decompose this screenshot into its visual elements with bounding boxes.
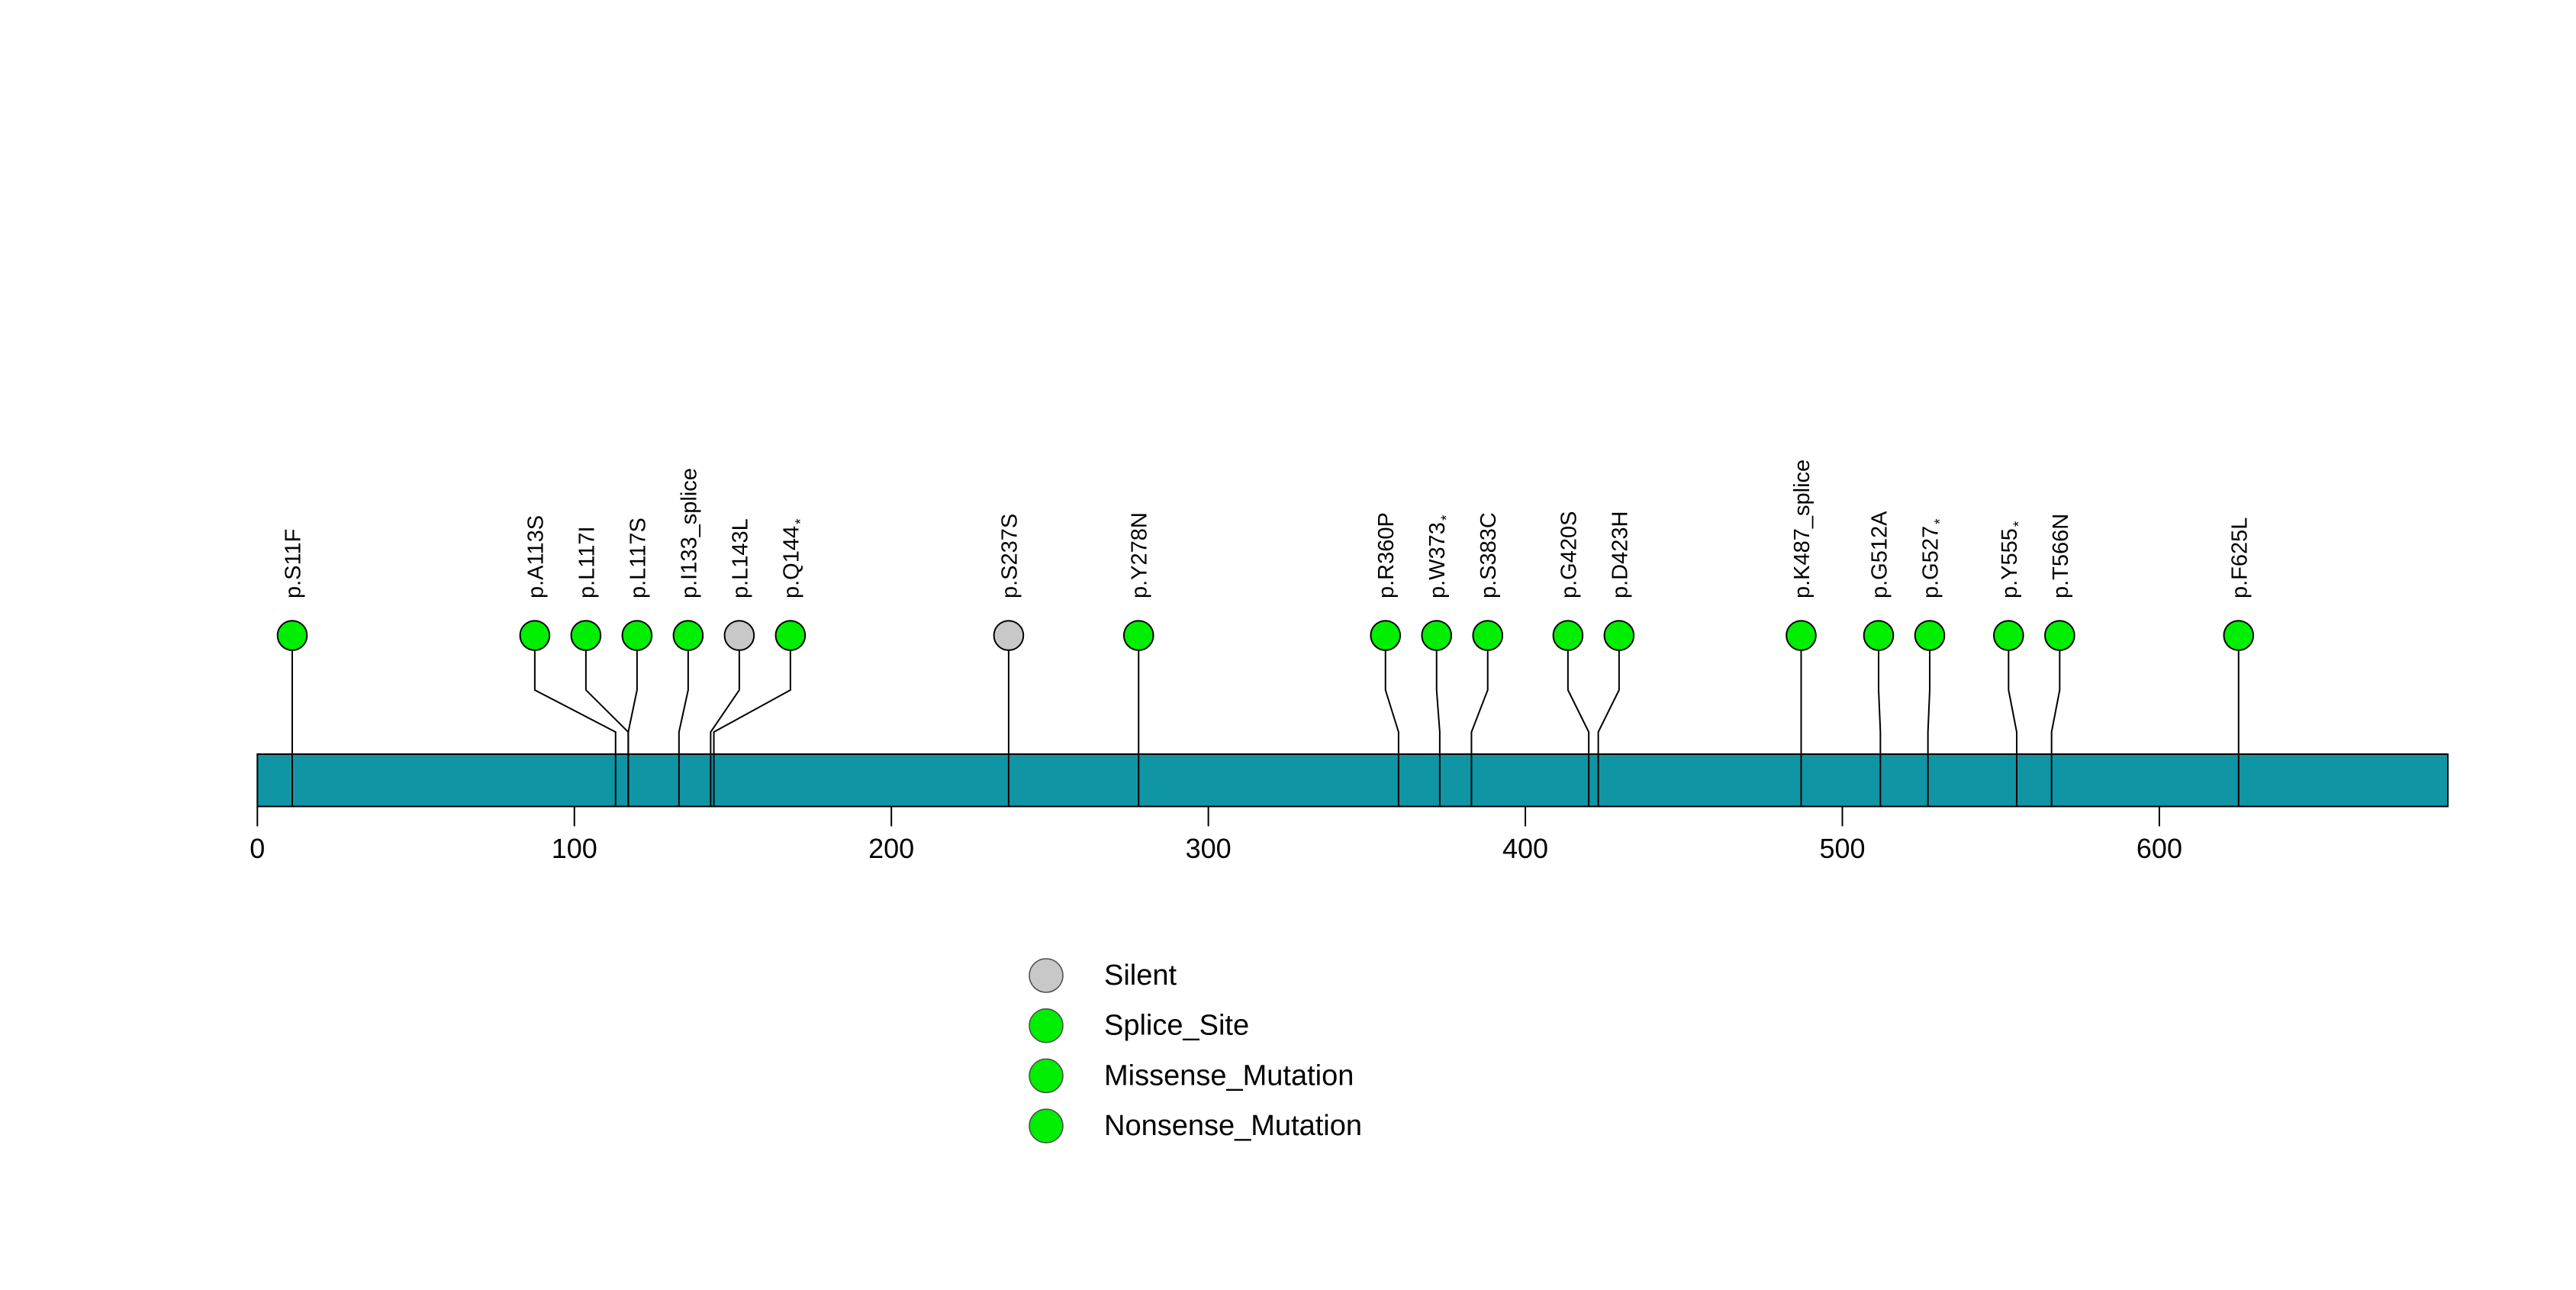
legend-swatch-splice_site — [1029, 1008, 1064, 1043]
mutation-label: p.D423H — [1608, 511, 1632, 598]
lollipop-stem — [713, 650, 791, 807]
mutation-label: p.L117I — [575, 526, 599, 598]
lollipop-circle-pW373 — [1421, 620, 1453, 651]
mutation-label: p.R360P — [1374, 512, 1399, 598]
mutation-label: p.G420S — [1557, 511, 1581, 598]
mutation-label: p.G512A — [1868, 511, 1892, 598]
mutation-label: p.L143L — [728, 518, 752, 598]
lollipop-circle-pS383C — [1472, 620, 1504, 651]
lollipop-stem — [1435, 650, 1441, 807]
legend-swatch-missense_mutation — [1029, 1058, 1064, 1094]
lollipop-circle-pG420S — [1552, 620, 1584, 651]
lollipop-circle-pG512A — [1863, 620, 1895, 651]
axis-tick-label: 400 — [1502, 833, 1548, 864]
lollipop-circle-pD423H — [1603, 620, 1635, 651]
lollipop-stem — [1927, 650, 1931, 807]
lollipop-stem — [2050, 650, 2061, 807]
legend-label-nonsense_mutation: Nonsense_Mutation — [1104, 1110, 1362, 1142]
mutation-label: p.W373* — [1425, 514, 1455, 598]
axis-tick-label: 0 — [250, 833, 265, 864]
lollipop-circle-pA113S — [519, 620, 551, 651]
lollipop-circle-pF625L — [2223, 620, 2255, 651]
legend-label-missense_mutation: Missense_Mutation — [1104, 1059, 1354, 1092]
mutation-label: p.I133_splice — [677, 468, 701, 598]
lollipop-circle-pL143L — [723, 620, 755, 651]
lollipop-circle-pL117S — [621, 620, 653, 651]
mutation-label: p.S11F — [281, 529, 305, 598]
lollipop-stem — [1470, 650, 1489, 807]
mutation-label: p.F625L — [2227, 518, 2252, 598]
mutation-label: p.K487_splice — [1790, 460, 1814, 598]
mutation-label: p.S237S — [997, 514, 1022, 598]
axis-tick-label: 500 — [1819, 833, 1865, 864]
lollipop-stem — [1597, 650, 1620, 807]
lollipop-circle-pG527 — [1914, 620, 1946, 651]
mutation-label: p.A113S — [523, 515, 548, 598]
lollipop-stem — [678, 650, 689, 807]
legend-label-silent: Silent — [1104, 959, 1177, 992]
mutation-label: p.Y555* — [1998, 521, 2027, 598]
axis-tick-label: 300 — [1186, 833, 1232, 864]
legend-swatch-silent — [1029, 958, 1064, 993]
lollipop-stem — [710, 650, 740, 807]
lollipop-circle-pL117I — [570, 620, 602, 651]
lollipop-stem — [533, 650, 617, 807]
lollipop-circle-pT566N — [2044, 620, 2075, 651]
lollipop-circle-pS237S — [993, 620, 1025, 651]
lollipop-circle-pR360P — [1370, 620, 1402, 651]
lollipop-stem — [1878, 650, 1882, 807]
lollipop-stem — [1384, 650, 1399, 807]
lollipop-stem — [1567, 650, 1590, 807]
axis-tick-label: 100 — [552, 833, 597, 864]
lollipop-circle-pQ144 — [774, 620, 807, 651]
protein-backbone — [256, 753, 2449, 808]
axis-tick-label: 200 — [868, 833, 914, 864]
lollipop-circle-pY555 — [1993, 620, 2024, 651]
mutation-label: p.T566N — [2049, 514, 2073, 598]
mutation-label: p.G527* — [1919, 518, 1949, 598]
lollipop-stem — [2008, 650, 2017, 807]
mutation-label: p.L117S — [626, 518, 650, 598]
legend-swatch-nonsense_mutation — [1029, 1108, 1064, 1143]
mutation-label: p.Y278N — [1128, 512, 1152, 598]
mutation-label: p.S383C — [1476, 512, 1501, 598]
lollipop-circle-pI133_splice — [672, 620, 704, 651]
lollipop-circle-pS11F — [276, 620, 308, 651]
lollipop-stem — [627, 650, 638, 807]
lollipop-circle-pY278N — [1122, 620, 1154, 651]
lollipop-circle-pK487_splice — [1785, 620, 1817, 651]
legend-label-splice_site: Splice_Site — [1104, 1010, 1249, 1042]
mutation-label: p.Q144* — [779, 518, 809, 598]
axis-tick-label: 600 — [2136, 833, 2182, 864]
